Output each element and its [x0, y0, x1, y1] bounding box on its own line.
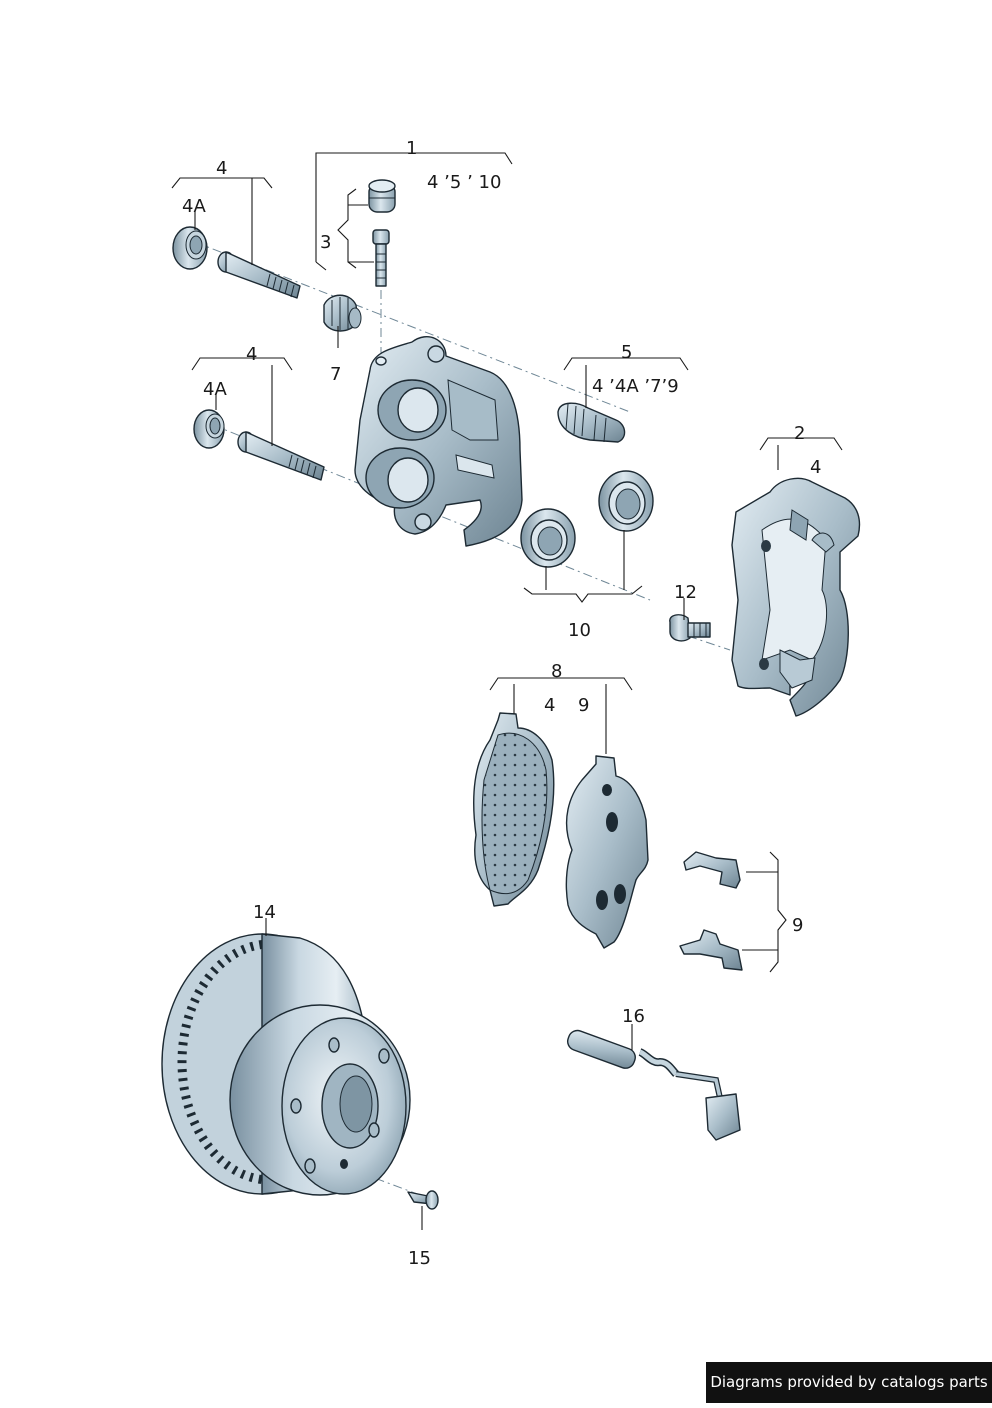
slide-pin-sleeve: [557, 402, 626, 443]
callout-8-sub-a: 4: [544, 695, 555, 716]
callout-8-sub-b: 9: [578, 695, 589, 716]
guide-bolt-middle: [237, 431, 325, 481]
callout-1: 1: [406, 138, 417, 159]
callout-2-sub: 4: [810, 457, 821, 478]
leader-lines: [171, 152, 843, 1230]
callout-2: 2: [794, 423, 805, 444]
caliper-carrier-bracket: [731, 477, 861, 717]
callout-4a-middle: 4A: [203, 379, 227, 400]
callout-labels: 1 4 ’5 ’ 10 3 4 4A 4 4A 7 5 4 ’4A ’7’9 1…: [182, 138, 821, 1269]
callout-4a-top: 4A: [182, 196, 206, 217]
bleed-cap: [368, 179, 396, 213]
callout-14: 14: [253, 902, 276, 923]
anti-rattle-clip-upper: [683, 851, 741, 889]
callout-12: 12: [674, 582, 697, 603]
callout-4-middle: 4: [246, 344, 257, 365]
disc-retaining-screw: [407, 1190, 439, 1210]
dust-boot: [323, 294, 362, 332]
credit-banner[interactable]: Diagrams provided by catalogs parts: [706, 1362, 992, 1403]
piston-seal-upper: [598, 470, 654, 532]
callout-3: 3: [320, 232, 331, 253]
carrier-bolt: [669, 614, 711, 642]
anti-rattle-clip-lower: [679, 929, 743, 971]
brake-disc: [161, 933, 411, 1196]
brake-caliper-housing: [354, 336, 523, 547]
bleed-screw: [372, 229, 390, 287]
callout-16: 16: [622, 1006, 645, 1027]
callout-15: 15: [408, 1248, 431, 1269]
piston-seal-lower: [520, 508, 576, 568]
brake-wear-sensor: [566, 1029, 741, 1141]
callout-9: 9: [792, 915, 803, 936]
callout-10: 10: [568, 620, 591, 641]
callout-5: 5: [621, 342, 632, 363]
callout-8: 8: [551, 661, 562, 682]
callout-4-top: 4: [216, 158, 227, 179]
callout-1-sub: 4 ’5 ’ 10: [427, 172, 501, 193]
guide-bolt-top: [217, 251, 301, 299]
callout-7: 7: [330, 364, 341, 385]
callout-5-sub: 4 ’4A ’7’9: [592, 376, 679, 397]
ring-nut-top: [172, 226, 208, 270]
brake-pad-outer: [565, 755, 649, 949]
ring-nut-middle: [193, 409, 225, 449]
brake-pad-inner: [472, 712, 555, 907]
